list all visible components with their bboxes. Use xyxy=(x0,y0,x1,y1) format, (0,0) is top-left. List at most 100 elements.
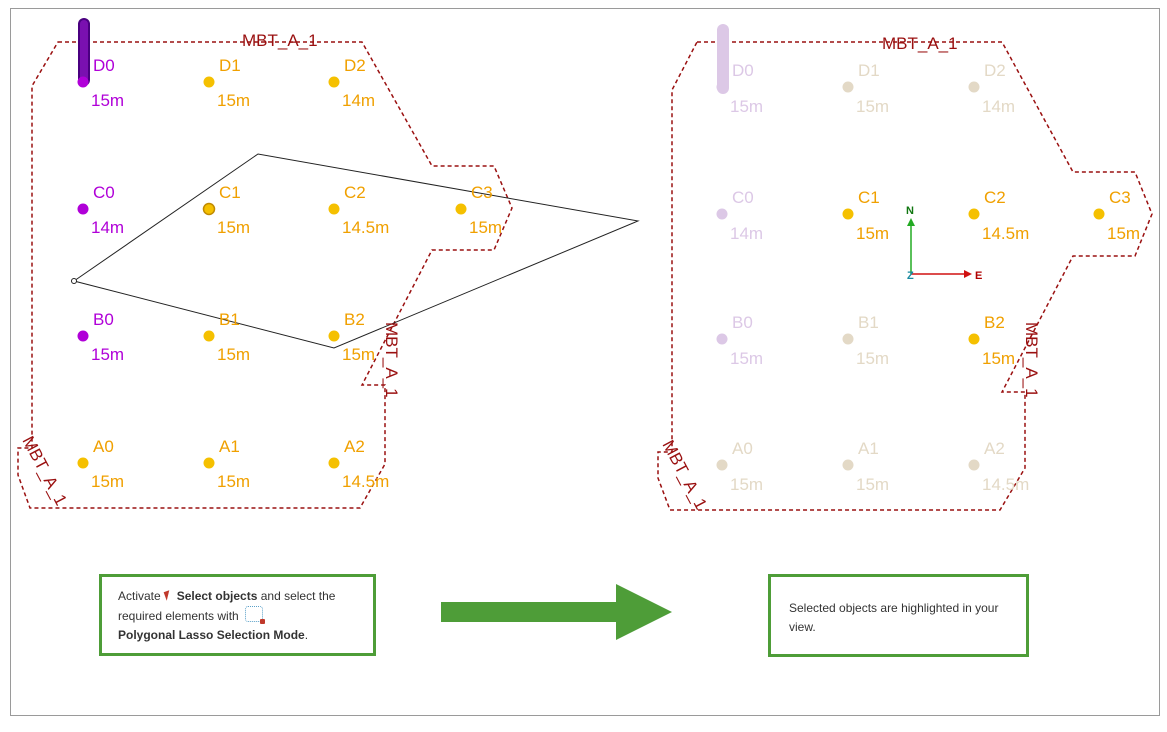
survey-point[interactable]: C0 14m xyxy=(716,188,764,243)
point-id-label: A0 xyxy=(93,437,114,456)
point-marker[interactable] xyxy=(968,208,980,220)
point-height-label: 14.5m xyxy=(342,472,389,491)
point-height-label: 15m xyxy=(91,345,124,364)
corner-label: MBT_A_1 xyxy=(658,437,710,513)
point-height-label: 14.5m xyxy=(342,218,389,237)
lasso-start-vertex[interactable] xyxy=(71,278,77,284)
point-height-label: 15m xyxy=(342,345,375,364)
point-id-label: D2 xyxy=(344,56,366,75)
point-marker[interactable] xyxy=(842,333,854,345)
d0-elevation-bar-top xyxy=(80,20,88,84)
point-height-label: 15m xyxy=(91,472,124,491)
point-id-label: C1 xyxy=(219,183,241,202)
point-height-label: 14m xyxy=(730,224,763,243)
point-marker[interactable] xyxy=(328,76,340,88)
point-id-label: C3 xyxy=(1109,188,1131,207)
lasso-polygon[interactable] xyxy=(72,153,640,349)
point-id-label: C0 xyxy=(732,188,754,207)
point-marker[interactable] xyxy=(716,333,728,345)
d0-elevation-bar xyxy=(717,24,729,94)
point-id-label: A0 xyxy=(732,439,753,458)
point-id-label: A1 xyxy=(858,439,879,458)
point-marker[interactable] xyxy=(77,203,89,215)
point-marker[interactable] xyxy=(1093,208,1105,220)
point-marker[interactable] xyxy=(328,457,340,469)
point-id-label: B2 xyxy=(984,313,1005,332)
point-height-label: 14m xyxy=(91,218,124,237)
select-cursor-icon xyxy=(163,590,173,601)
point-marker[interactable] xyxy=(842,459,854,471)
point-marker[interactable] xyxy=(968,333,980,345)
point-id-label: D0 xyxy=(93,56,115,75)
note-select-objects: Select objects xyxy=(176,589,258,603)
point-marker[interactable] xyxy=(77,76,89,88)
side-label: MBT_A_1 xyxy=(382,322,401,398)
point-marker[interactable] xyxy=(716,459,728,471)
outline-label: MBT_A_1 xyxy=(882,34,958,53)
point-marker[interactable] xyxy=(968,459,980,471)
point-marker[interactable] xyxy=(203,457,215,469)
point-id-label: C2 xyxy=(984,188,1006,207)
survey-point[interactable]: A0 15m xyxy=(716,439,764,494)
axis-east-label: E xyxy=(975,270,982,282)
point-height-label: 15m xyxy=(217,218,250,237)
point-height-label: 15m xyxy=(856,97,889,116)
point-marker[interactable] xyxy=(203,330,215,342)
point-height-label: 14.5m xyxy=(982,475,1029,494)
illustration-frame xyxy=(10,8,1160,716)
point-marker[interactable] xyxy=(328,203,340,215)
boundary-outline xyxy=(17,41,513,509)
side-label: MBT_A_1 xyxy=(1022,322,1041,398)
point-marker[interactable] xyxy=(842,81,854,93)
survey-point[interactable]: D0 15m xyxy=(77,56,125,110)
point-height-label: 15m xyxy=(856,349,889,368)
point-id-label: D1 xyxy=(219,56,241,75)
point-marker[interactable] xyxy=(842,208,854,220)
point-id-label: B2 xyxy=(344,310,365,329)
point-height-label: 15m xyxy=(730,475,763,494)
point-marker[interactable] xyxy=(716,81,728,93)
survey-point[interactable]: B1 15m xyxy=(842,313,890,368)
point-marker[interactable] xyxy=(202,202,216,216)
survey-point[interactable]: C1 15m xyxy=(202,183,251,237)
point-marker[interactable] xyxy=(77,457,89,469)
point-height-label: 15m xyxy=(730,349,763,368)
point-id-label: C2 xyxy=(344,183,366,202)
point-height-label: 15m xyxy=(91,91,124,110)
survey-point[interactable]: C2 14.5m xyxy=(328,183,390,237)
left-view: MBT_A_1 MBT_A_1 MBT_A_1 D015mD115mD214mC… xyxy=(17,18,640,509)
point-height-label: 14m xyxy=(982,97,1015,116)
point-marker[interactable] xyxy=(455,203,467,215)
survey-point[interactable]: A1 15m xyxy=(842,439,890,494)
note-suffix: . xyxy=(304,628,309,642)
point-marker[interactable] xyxy=(716,208,728,220)
note-lasso-mode: Polygonal Lasso Selection Mode xyxy=(118,628,305,642)
corner-label: MBT_A_1 xyxy=(18,433,70,509)
survey-point[interactable]: B2 15m xyxy=(328,310,376,364)
point-marker[interactable] xyxy=(77,330,89,342)
point-marker[interactable] xyxy=(203,76,215,88)
point-marker[interactable] xyxy=(968,81,980,93)
survey-point[interactable]: A0 15m xyxy=(77,437,125,491)
point-id-label: B1 xyxy=(858,313,879,332)
point-height-label: 15m xyxy=(856,475,889,494)
point-marker[interactable] xyxy=(328,330,340,342)
